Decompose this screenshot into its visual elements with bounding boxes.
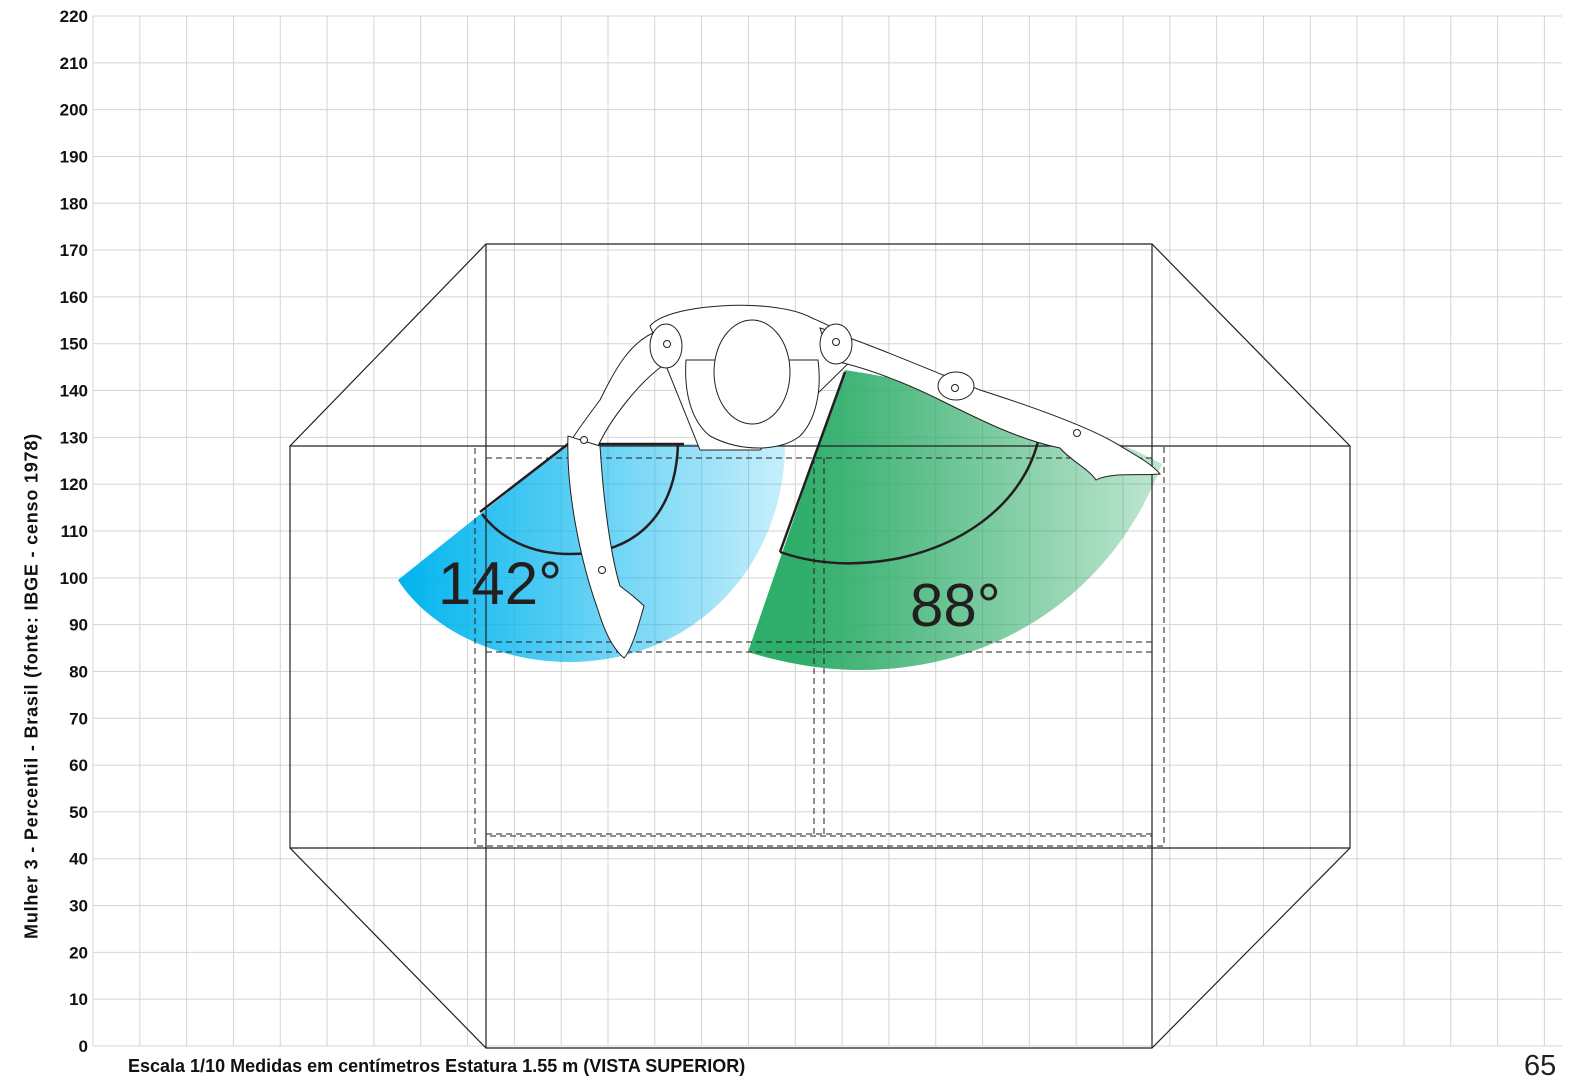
- y-tick-label: 220: [60, 7, 88, 26]
- y-tick-label: 10: [69, 990, 88, 1009]
- y-axis-ticks: 0 10 20 30 40 50 60 70 80 90 100 110 120 130 140 150 160…: [60, 7, 88, 1056]
- y-tick-label: 140: [60, 382, 88, 401]
- y-tick-label: 30: [69, 897, 88, 916]
- y-tick-label: 110: [61, 522, 88, 541]
- y-tick-label: 0: [79, 1037, 88, 1056]
- left-angle-label: 142°: [438, 550, 562, 617]
- y-tick-label: 130: [60, 428, 88, 447]
- y-tick-label: 60: [69, 756, 88, 775]
- y-tick-label: 120: [60, 475, 88, 494]
- y-axis-title: Mulher 3 - Percentil - Brasil (fonte: IB…: [21, 433, 42, 939]
- human-figure: [567, 304, 1161, 659]
- y-tick-label: 170: [60, 241, 88, 260]
- right-angle-label: 88°: [910, 572, 1001, 639]
- page-number: 65: [1524, 1050, 1557, 1082]
- y-tick-label: 90: [69, 616, 88, 635]
- y-tick-label: 200: [60, 101, 88, 120]
- y-tick-label: 80: [69, 662, 88, 681]
- y-tick-label: 40: [69, 850, 88, 869]
- y-tick-label: 150: [60, 335, 88, 354]
- y-tick-label: 50: [69, 803, 88, 822]
- y-tick-label: 160: [60, 288, 88, 307]
- y-tick-label: 70: [69, 709, 88, 728]
- scale-caption: Escala 1/10 Medidas em centímetros Estat…: [128, 1056, 746, 1076]
- y-tick-label: 210: [60, 54, 88, 73]
- y-tick-label: 190: [60, 147, 88, 166]
- y-tick-label: 180: [60, 194, 88, 213]
- y-tick-label: 100: [60, 569, 88, 588]
- y-tick-label: 20: [69, 943, 88, 962]
